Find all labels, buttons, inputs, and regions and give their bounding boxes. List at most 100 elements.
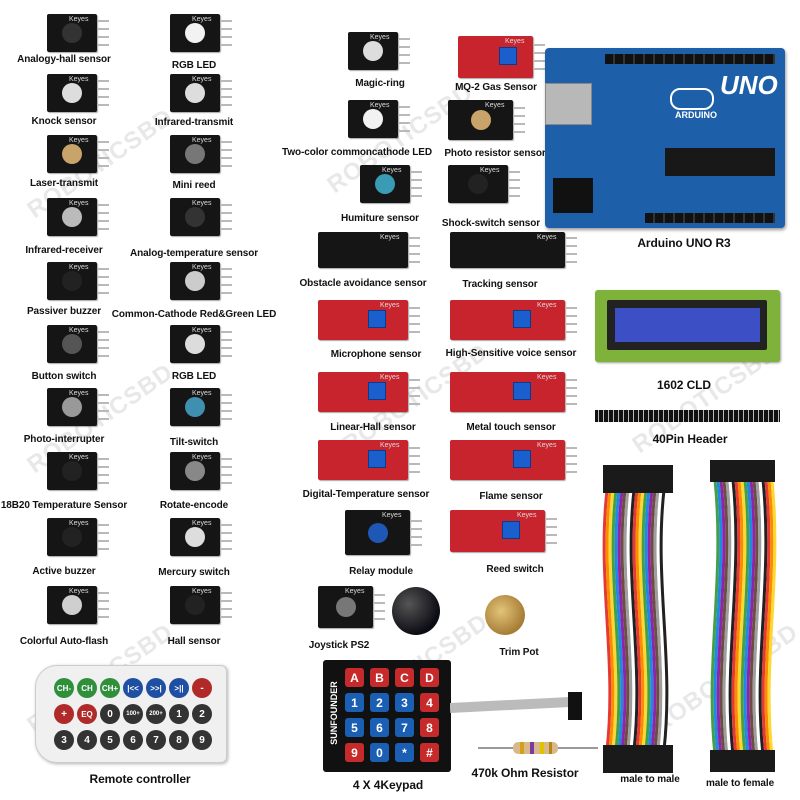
module-potentiometer	[367, 310, 386, 328]
remote-button[interactable]: 9	[192, 730, 212, 750]
module-caption: Active buzzer	[32, 566, 96, 577]
remote-button[interactable]: 6	[123, 730, 143, 750]
arduino-board: UNO ARDUINO	[545, 48, 785, 228]
jumper-wire	[734, 479, 744, 756]
remote-button[interactable]: CH	[77, 678, 97, 698]
remote-button[interactable]: 100+	[123, 704, 143, 724]
module-brand: Keyes	[69, 264, 89, 271]
module-caption: Shock-switch sensor	[441, 218, 541, 229]
remote-button[interactable]: CH+	[100, 678, 120, 698]
module-board	[458, 36, 533, 78]
module-pins	[220, 141, 232, 167]
module-board	[450, 232, 565, 268]
module-brand: Keyes	[382, 167, 402, 174]
module-brand: Keyes	[380, 374, 400, 381]
keypad-key[interactable]: 2	[370, 693, 389, 712]
lcd-screen	[615, 308, 760, 342]
trim-pot	[485, 595, 525, 635]
remote-button[interactable]: +	[54, 704, 74, 724]
module-caption: Humiture sensor	[341, 213, 419, 224]
jumper-wire	[764, 479, 774, 756]
jumper-wire	[725, 479, 735, 756]
keypad-key[interactable]: B	[370, 668, 389, 687]
jumper-wire	[611, 489, 621, 751]
remote-button[interactable]: 4	[77, 730, 97, 750]
uno-text: UNO	[720, 70, 778, 100]
remote-button[interactable]: 3	[54, 730, 74, 750]
module-caption: MQ-2 Gas Sensor	[455, 82, 537, 93]
module-caption: Rotate-encode	[159, 500, 229, 511]
wire-connectors	[710, 460, 775, 482]
module-caption: Tracking sensor	[462, 279, 538, 290]
module-board	[450, 440, 565, 480]
module-brand: Keyes	[69, 16, 89, 23]
module-component	[185, 595, 205, 615]
module-brand: Keyes	[192, 16, 212, 23]
keypad-key[interactable]: 5	[345, 718, 364, 737]
keypad-key[interactable]: *	[395, 743, 414, 762]
module-component	[185, 23, 205, 43]
module-caption: Relay module	[349, 566, 413, 577]
module-brand: Keyes	[192, 327, 212, 334]
remote-button[interactable]: |<<	[123, 678, 143, 698]
module-caption: Joystick PS2	[308, 640, 370, 651]
module-caption: Mercury switch	[158, 567, 230, 578]
keypad-key[interactable]: A	[345, 668, 364, 687]
module-brand: Keyes	[370, 102, 390, 109]
module-component	[185, 144, 205, 164]
remote-button[interactable]: 8	[169, 730, 189, 750]
remote-button[interactable]: 0	[100, 704, 120, 724]
lcd-1602	[595, 290, 780, 362]
keypad-key[interactable]: D	[420, 668, 439, 687]
module-brand: Keyes	[505, 38, 525, 45]
module-caption: 18B20 Temperature Sensor	[0, 500, 128, 511]
module-component	[62, 207, 82, 227]
keypad-key[interactable]: #	[420, 743, 439, 762]
module-pins	[220, 458, 232, 484]
remote-button[interactable]: 5	[100, 730, 120, 750]
module-brand: Keyes	[537, 302, 557, 309]
keypad-key[interactable]: 1	[345, 693, 364, 712]
module-caption: Infrared-transmit	[154, 117, 234, 128]
remote-button[interactable]: CH-	[54, 678, 74, 698]
keypad-key[interactable]: 9	[345, 743, 364, 762]
remote-button[interactable]: -	[192, 678, 212, 698]
remote-button[interactable]: 7	[146, 730, 166, 750]
keypad-key[interactable]: 0	[370, 743, 389, 762]
module-brand: Keyes	[69, 454, 89, 461]
module-pins	[97, 204, 109, 230]
jumper-wire	[614, 489, 624, 751]
pin-header	[595, 410, 780, 422]
module-caption: Analog-temperature sensor	[129, 248, 259, 259]
header-top	[605, 54, 775, 64]
jumper-wire	[623, 489, 633, 751]
remote-button[interactable]: >>|	[146, 678, 166, 698]
keypad-key[interactable]: 4	[420, 693, 439, 712]
keypad-key[interactable]: 6	[370, 718, 389, 737]
module-potentiometer	[502, 520, 521, 539]
remote-button[interactable]: 200+	[146, 704, 166, 724]
wire-connectors	[603, 465, 673, 493]
module-board	[318, 232, 408, 268]
module-caption: Two-color commoncathode LED	[282, 147, 432, 158]
module-potentiometer	[499, 46, 518, 65]
module-component	[62, 527, 82, 547]
remote-button[interactable]: 2	[192, 704, 212, 724]
module-pins	[373, 594, 385, 620]
remote-button[interactable]: 1	[169, 704, 189, 724]
module-pins	[97, 20, 109, 46]
remote-button[interactable]: >||	[169, 678, 189, 698]
module-pins	[220, 204, 232, 230]
remote-button[interactable]: EQ	[77, 704, 97, 724]
keypad-key[interactable]: 3	[395, 693, 414, 712]
keypad-key[interactable]: C	[395, 668, 414, 687]
module-potentiometer	[367, 450, 386, 468]
arduino-logo-icon	[670, 88, 714, 110]
jumper-wire	[608, 489, 618, 751]
jumper-wire	[647, 489, 657, 751]
keypad-key[interactable]: 7	[395, 718, 414, 737]
keypad-key[interactable]: 8	[420, 718, 439, 737]
lcd-caption: 1602 CLD	[657, 378, 711, 392]
jumper-wire	[761, 479, 771, 756]
module-component	[62, 595, 82, 615]
